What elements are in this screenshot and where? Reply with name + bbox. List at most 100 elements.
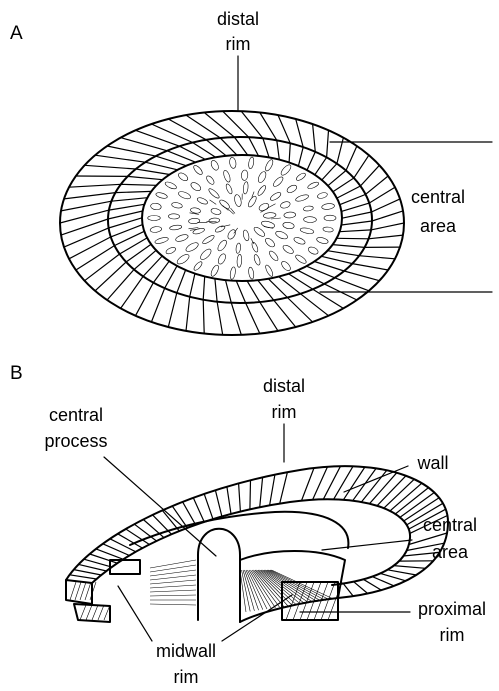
hatch-line [80,605,86,620]
panel-b-central-label-line1: central [423,515,477,535]
pore [307,181,320,190]
panel-b: B distal rim central process wall centra… [10,363,486,687]
hatch-line [328,582,342,620]
pore [294,254,307,265]
rim-segment [302,468,315,501]
rim-segment [260,477,263,507]
pore [264,159,274,172]
pore [295,193,309,202]
panel-a-rim-segments [60,111,404,335]
pore [275,230,289,241]
rim-segment [354,582,368,594]
rim-segment [353,468,376,500]
pore [257,184,268,196]
panel-a-rim-mid-edge [108,137,372,303]
pore [222,169,231,182]
pore [188,218,200,224]
panel-a-central-label-line2: area [420,216,457,236]
pore [185,241,200,253]
central-stroke [189,228,199,229]
area-line [150,590,196,592]
pore [248,157,255,169]
pore [280,201,291,210]
panel-b-wall-label: wall [416,453,448,473]
pore [295,172,306,182]
rim-segment [314,262,379,281]
rim-segment [343,467,365,500]
pore [150,203,161,211]
rim-segment [334,466,353,499]
panel-a-letter: A [10,23,23,44]
panel-b-central-area-lines [150,560,334,612]
pore [264,237,276,249]
pore [189,181,202,192]
rim-segment [278,115,290,162]
pore [214,225,225,234]
rim-segment [343,584,353,597]
pore [150,226,162,233]
rim-segment [151,266,177,322]
panel-b-midwall-label-line1: midwall [156,641,216,661]
rim-segment [361,470,386,502]
rim-segment [215,279,223,335]
panel-b-process-leader [104,457,216,556]
pore [209,218,220,224]
panel-a-distal-label-line2: rim [226,34,251,54]
pore [324,215,336,221]
panel-b-letter: B [10,363,23,384]
pore [300,227,315,235]
panel-b-wall-edge [130,512,348,548]
pore [243,181,249,194]
rim-segment [79,564,107,571]
rim-segment [328,146,357,186]
rim-segment [186,115,237,155]
pore [253,226,267,238]
panel-b-midwall-label-line2: rim [174,667,199,687]
hatch-line [92,605,98,620]
area-line [266,570,318,602]
rim-segment [388,570,417,575]
pore [229,157,237,169]
central-stroke [231,208,236,213]
rim-segment [61,198,147,211]
panel-a: A distal rim central area [10,9,492,335]
panel-a-central-label-line1: central [411,187,465,207]
pore [269,191,282,202]
pore [282,244,295,256]
area-line [270,570,330,600]
pore [164,181,177,191]
central-stroke [210,200,217,205]
rim-segment [236,281,259,334]
pore [235,243,241,254]
rim-segment [250,480,251,509]
panel-b-central-process [198,529,240,622]
pore [272,175,285,188]
rim-segment [121,138,196,163]
pore [196,196,208,205]
pore [175,233,189,242]
panel-b-wall-leader [344,466,408,492]
central-stroke [223,206,229,211]
pore [263,212,276,219]
pore [177,171,189,182]
rim-segment [394,566,426,569]
pore [261,220,276,229]
pore [225,183,233,194]
panel-b-process-label-line1: central [49,405,103,425]
pore [216,239,228,252]
rim-segment [64,218,142,247]
pore [192,227,205,235]
panel-b-midwall-leader-left [118,586,152,641]
area-line [263,570,310,603]
pore [323,226,334,232]
rim-segment [280,472,288,503]
area-line [150,580,196,584]
pore [155,192,168,200]
pore [316,236,329,244]
pore [168,214,179,219]
panel-b-process-label-line2: process [44,431,107,451]
area-line [272,570,335,599]
pore [251,241,259,252]
pore [304,217,317,223]
pore [257,170,268,183]
